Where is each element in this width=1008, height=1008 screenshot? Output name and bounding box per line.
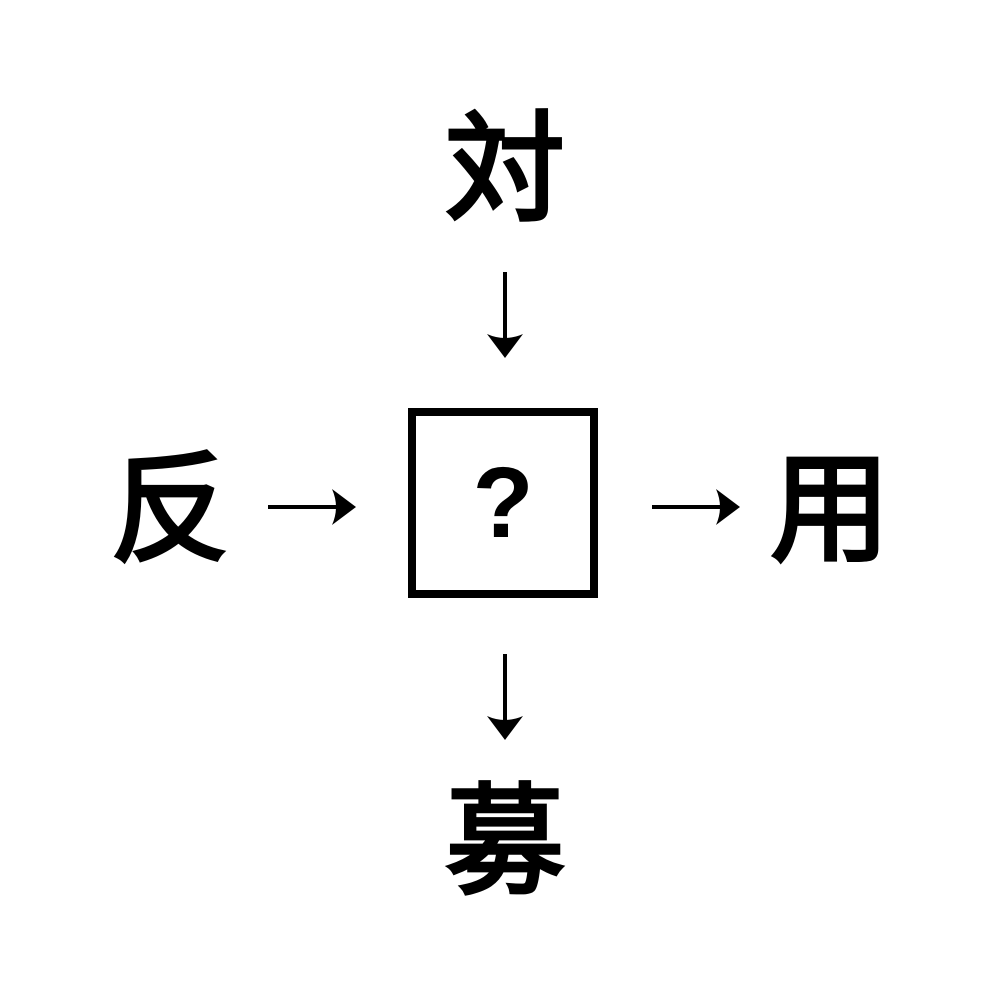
left-kanji: 反 xyxy=(110,443,230,577)
arrow-right-icon xyxy=(268,489,356,525)
arrow-down-icon xyxy=(487,654,523,740)
arrow-down-icon xyxy=(487,272,523,358)
question-mark: ? xyxy=(472,447,534,559)
arrow-right-icon xyxy=(652,489,740,525)
bottom-kanji: 募 xyxy=(445,775,565,909)
top-kanji: 対 xyxy=(445,103,565,237)
right-kanji: 用 xyxy=(770,443,890,577)
center-answer-box: ? xyxy=(408,408,598,598)
